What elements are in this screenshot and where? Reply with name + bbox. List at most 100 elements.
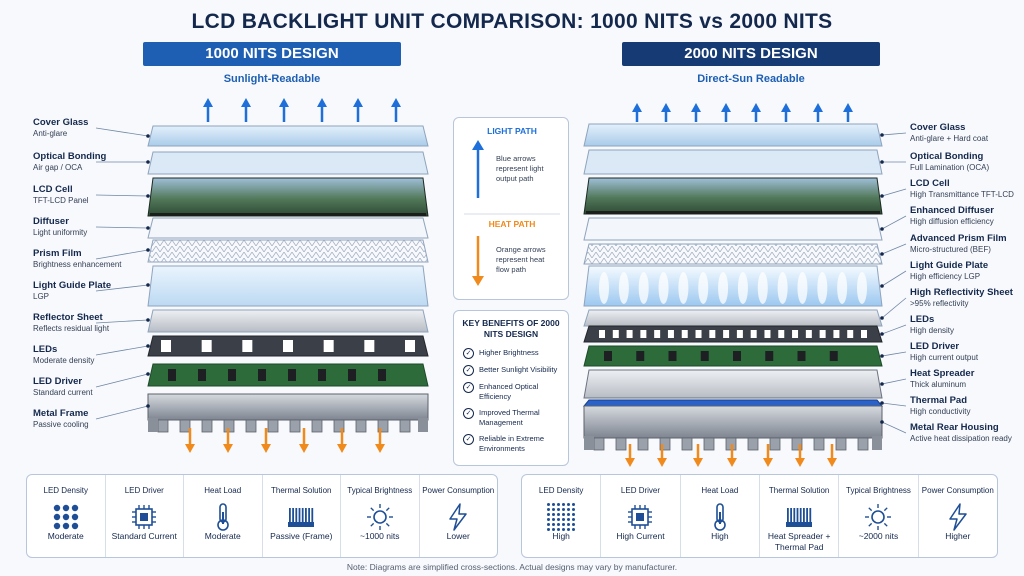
heat-arrow-icon: [625, 444, 635, 467]
led-grid-icon: [547, 503, 576, 531]
led-chip: [405, 340, 415, 352]
layer-description: High current output: [910, 353, 979, 362]
layer-name: LED Driver: [910, 341, 960, 352]
benefit-text: Better Sunlight Visibility: [479, 365, 558, 374]
leader-dot: [880, 354, 884, 358]
led-chip: [626, 330, 633, 338]
layer-label: High Reflectivity Sheet>95% reflectivity: [910, 287, 1024, 308]
led-chip: [599, 330, 605, 338]
driver-component: [288, 369, 296, 381]
heat-arrow-icon: [657, 444, 667, 467]
leader-dot: [146, 283, 150, 287]
led-chip: [833, 330, 840, 338]
layer-lgp: [147, 265, 429, 307]
led-chip: [640, 330, 647, 338]
leader-line: [95, 194, 149, 197]
leader-line: [881, 132, 907, 136]
driver-component: [829, 351, 838, 361]
leader-dot: [146, 226, 150, 230]
layer-name: Light Guide Plate: [33, 280, 112, 291]
leader-dot: [880, 401, 884, 405]
layer-bonding: [583, 149, 883, 175]
leader-dot: [880, 194, 884, 198]
heat-arrow-icon: [261, 428, 271, 453]
layer-name: Light Guide Plate: [910, 260, 989, 271]
chip-icon: [132, 505, 157, 529]
leader-line: [881, 243, 907, 255]
layer-metal-frame: [147, 393, 429, 433]
layer-name: Optical Bonding: [910, 151, 984, 162]
leader-line: [881, 351, 907, 357]
layer-name: Enhanced Diffuser: [910, 205, 994, 216]
layer-name: LEDs: [910, 314, 935, 325]
leader-line: [881, 421, 907, 434]
layer-description: High density: [910, 326, 955, 335]
driver-component: [198, 369, 206, 381]
right-layer-stack: [582, 103, 907, 467]
spec-header: Thermal Solution: [271, 486, 332, 495]
led-chip: [201, 340, 212, 352]
leader-dot: [880, 332, 884, 336]
leader-line: [95, 226, 149, 229]
leader-dot: [880, 316, 884, 320]
led-chip: [723, 330, 730, 338]
driver-component: [258, 369, 266, 381]
heatsink-icon: [288, 508, 315, 527]
layer-description: Anti-glare + Hard coat: [910, 134, 989, 143]
led-chip: [667, 330, 674, 338]
benefit-item: ✓Better Sunlight Visibility: [463, 365, 568, 376]
leader-line: [95, 249, 149, 260]
layer-name: LCD Cell: [33, 184, 73, 195]
spec-header: Heat Load: [701, 486, 739, 495]
path-legend: LIGHT PATH Blue arrows represent light o…: [453, 117, 569, 300]
led-chip: [819, 330, 826, 338]
leader-dot: [146, 248, 150, 252]
layer-description: Reflects residual light: [33, 324, 110, 333]
led-chip: [364, 340, 375, 352]
heat-arrow-icon: [299, 428, 309, 453]
heat-arrow-icon: [763, 444, 773, 467]
driver-component: [733, 351, 741, 361]
spec-value: Passive (Frame): [270, 531, 333, 541]
heat-path-title: HEAT PATH: [488, 219, 536, 229]
layer-description: Active heat dissipation ready: [910, 434, 1012, 443]
layer-lcd-cell: [147, 177, 429, 217]
leader-line: [95, 373, 149, 388]
spec-header: Power Consumption: [921, 486, 994, 495]
layer-description: High conductivity: [910, 407, 971, 416]
led-chip: [847, 330, 854, 338]
driver-component: [378, 369, 386, 381]
layer-name: Optical Bonding: [33, 151, 107, 162]
spec-header: Typical Brightness: [347, 486, 413, 495]
layer-name: Cover Glass: [33, 117, 89, 128]
spec-header: LED Density: [43, 486, 88, 495]
spec-value: Moderate: [204, 531, 241, 541]
layer-description: Full Lamination (OCA): [910, 163, 990, 172]
layer-lgp: [583, 265, 883, 307]
layer-description: Anti-glare: [33, 129, 68, 138]
spec-cell: Typical Brightness~2000 nits: [839, 475, 919, 557]
layer-name: LCD Cell: [910, 178, 950, 189]
benefit-item: ✓Higher Brightness: [463, 348, 568, 359]
layer-description: LGP: [33, 292, 50, 301]
leader-line: [881, 215, 907, 230]
layer-prism: [583, 243, 883, 265]
layer-name: Diffuser: [33, 216, 69, 227]
layer-cover-glass: [147, 125, 429, 147]
layer-name: High Reflectivity Sheet: [910, 287, 1013, 298]
light-arrow-icon: [751, 103, 761, 122]
spec-cell: Typical Brightness~1000 nits: [341, 475, 420, 557]
layer-lcd-cell: [583, 177, 883, 215]
layer-description: TFT-LCD Panel: [33, 196, 89, 205]
driver-component: [318, 369, 326, 381]
driver-component: [765, 351, 774, 361]
layer-description: High Transmittance TFT-LCD: [910, 190, 1014, 199]
bolt-icon: [949, 503, 967, 531]
